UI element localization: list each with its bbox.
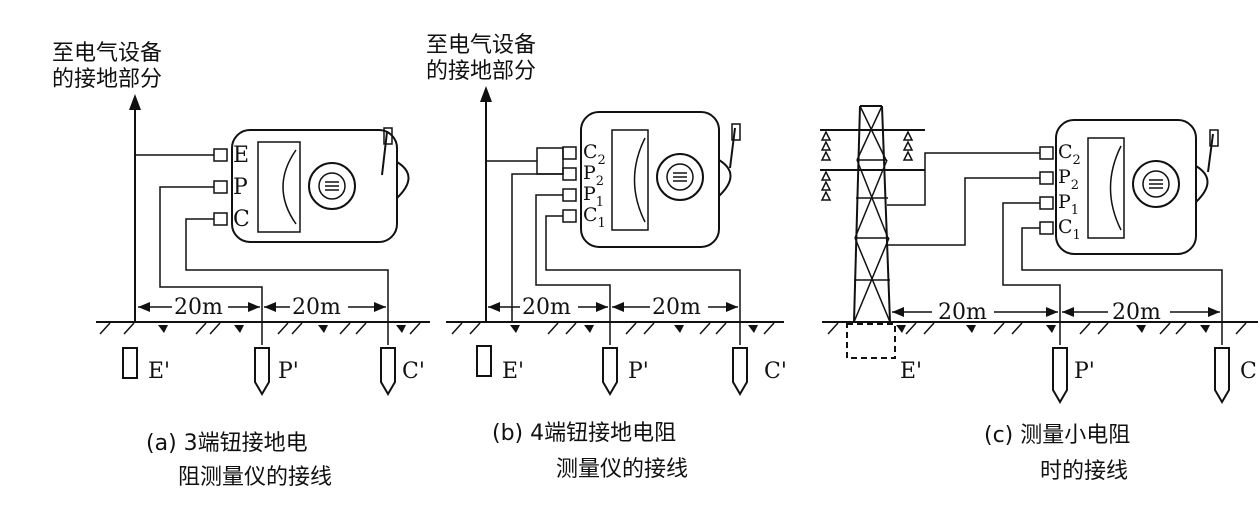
panel-c-distance-2 [1062, 307, 1220, 317]
panel-b-top-label-line1: 至电气设备 [426, 33, 536, 58]
panel-a-distance-1-label: 20m [174, 295, 223, 320]
svg-text:P1: P1 [583, 183, 604, 210]
panel-a-top-label-line2: 的接地部分 [52, 67, 162, 92]
panel-b-current-spike-icon [732, 347, 748, 396]
panel-b-terminal-labels: C2 P2 P1 C1 [583, 141, 606, 231]
panel-b-top-label-line2: 的接地部分 [426, 59, 536, 84]
panel-c-ground-line [822, 321, 1258, 335]
panel-b-equipment-arrow [480, 86, 492, 322]
svg-text:C1: C1 [583, 204, 606, 231]
hand-crank-icon [1195, 129, 1219, 203]
panel-a-terminal-e: E [233, 143, 249, 168]
panel-a-ground-line [96, 321, 430, 335]
panel-a-electrode-c-label: C' [402, 359, 425, 384]
panel-a-caption-line2: 阻测量仪的接线 [178, 465, 332, 490]
panel-b-electrode-p-label: P' [628, 359, 649, 384]
selector-dial-icon [308, 162, 356, 210]
panel-c-caption-line1: (c) 测量小电阻 [984, 423, 1130, 448]
panel-a-distance-1 [138, 302, 260, 312]
panel-b: 至电气设备 的接地部分 [426, 33, 787, 482]
panel-c-potential-spike-icon [1052, 347, 1068, 404]
hand-crank-icon [381, 127, 410, 199]
panel-c-distance-1 [892, 307, 1058, 317]
panel-b-caption-line2: 测量仪的接线 [556, 457, 688, 482]
panel-a-caption-line1: (a) 3端钮接地电 [146, 431, 308, 456]
panel-c-current-spike-icon [1214, 347, 1230, 404]
svg-text:C2: C2 [1058, 141, 1081, 168]
panel-a-equipment-arrow [129, 94, 141, 322]
svg-text:C2: C2 [583, 141, 606, 168]
panel-b-electrode-c-label: C' [764, 359, 787, 384]
panel-b-potential-spike-icon [602, 347, 618, 396]
panel-b-ground-line [446, 321, 784, 335]
panel-a-potential-spike-icon [254, 347, 270, 396]
panel-c-wires [887, 152, 1223, 345]
panel-a-wires [135, 154, 389, 345]
transmission-tower-icon [820, 105, 925, 359]
panel-c-terminal-labels: C2 P2 P1 C1 [1058, 141, 1081, 243]
selector-dial-icon [1132, 160, 1180, 208]
panel-a-distance-2-label: 20m [292, 295, 341, 320]
panel-a-terminal-p: P [233, 175, 248, 200]
panel-b-distance-1-label: 20m [522, 295, 571, 320]
panel-a-electrode-e-label: E' [148, 359, 170, 384]
panel-c: C2 P2 P1 C1 20m 20m [820, 105, 1258, 484]
panel-a-electrode-p-label: P' [278, 359, 299, 384]
panel-c-caption-line2: 时的接线 [1040, 459, 1128, 484]
panel-a-earth-electrode-icon [122, 347, 138, 379]
panel-c-electrode-p-label: P' [1074, 359, 1095, 384]
panel-b-caption-line1: (b) 4端钮接地电阻 [492, 421, 676, 446]
hand-crank-icon [718, 123, 741, 197]
svg-text:P2: P2 [1058, 166, 1079, 193]
selector-dial-icon [656, 153, 704, 201]
panel-a-top-label-line1: 至电气设备 [52, 41, 162, 66]
panel-c-distance-1-label: 20m [938, 300, 987, 325]
panel-b-distance-2 [612, 302, 738, 312]
panel-b-distance-2-label: 20m [652, 295, 701, 320]
svg-text:P2: P2 [583, 162, 604, 189]
panel-b-electrode-e-label: E' [502, 359, 524, 384]
panel-c-electrode-c-label: C [1240, 359, 1257, 384]
panel-b-distance-1 [488, 302, 608, 312]
panel-a-distance-2 [264, 302, 386, 312]
panel-c-distance-2-label: 20m [1112, 300, 1161, 325]
panel-b-earth-electrode-icon [476, 345, 492, 377]
svg-text:C1: C1 [1058, 216, 1081, 243]
panel-b-meter-icon [536, 111, 741, 248]
svg-text:P1: P1 [1058, 191, 1079, 218]
panel-a-current-spike-icon [380, 347, 396, 396]
panel-c-electrode-e-label: E' [900, 359, 922, 384]
panel-a-terminal-c: C [233, 207, 250, 232]
panel-b-wires [486, 160, 741, 345]
panel-a: 至电气设备 的接地部分 [52, 41, 430, 490]
